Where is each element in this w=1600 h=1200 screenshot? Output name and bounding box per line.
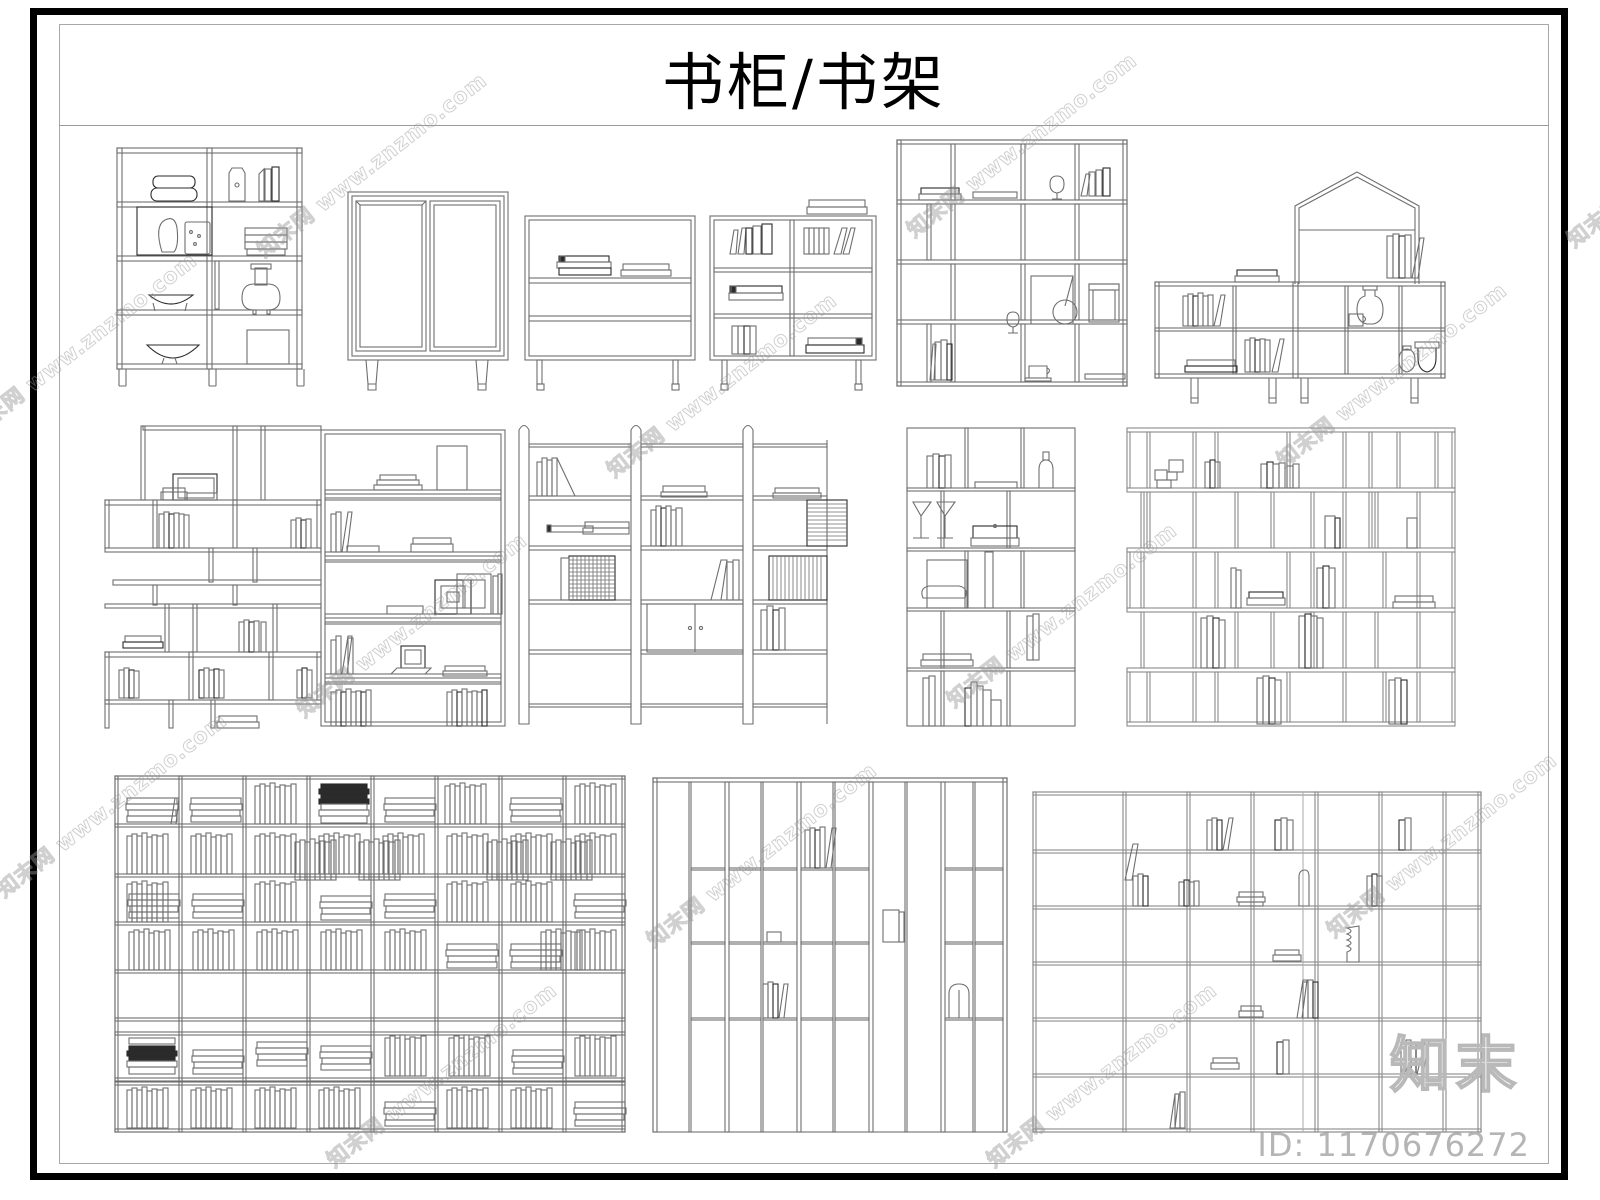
unit-tall-divider-shelf[interactable]	[647, 772, 1013, 1138]
unit-grid-4x4[interactable]	[889, 134, 1135, 394]
unit-low-sideboard[interactable]	[521, 188, 699, 393]
sheet-outer-border	[30, 8, 1568, 1180]
title-bar: 书柜/书架	[59, 24, 1549, 126]
unit-staggered-shelf[interactable]	[101, 420, 329, 730]
unit-library-wall[interactable]	[109, 770, 631, 1138]
sheet-inner-frame	[59, 24, 1549, 1164]
unit-tall-bookcase-5[interactable]	[317, 424, 509, 730]
watermark-text: 知末网 www.znzmo.com	[1230, 0, 1473, 4]
drawing-canvas	[59, 126, 1549, 1164]
unit-grid-bookcase-6x6[interactable]	[1027, 770, 1487, 1138]
unit-open-etagere[interactable]	[107, 140, 312, 390]
unit-low-bookcase-2x3[interactable]	[704, 174, 882, 392]
unit-module-shelf-3x5[interactable]	[897, 420, 1081, 732]
page-title: 书柜/书架	[662, 45, 946, 119]
unit-modular-grid-large[interactable]	[1121, 422, 1461, 730]
unit-house-shelf[interactable]	[1149, 156, 1459, 406]
unit-glass-door-cabinet[interactable]	[344, 188, 516, 393]
unit-ladder-system-3bay[interactable]	[507, 418, 848, 734]
